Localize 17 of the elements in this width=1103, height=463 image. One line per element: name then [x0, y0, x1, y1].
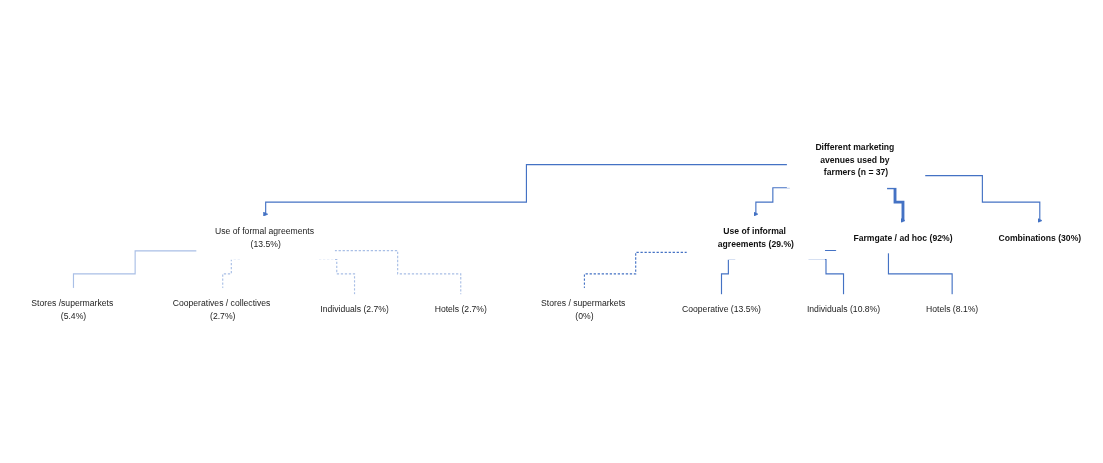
- node-text: Stores / supermarkets (0%): [541, 297, 626, 321]
- node-text: Individuals (10.8%): [806, 304, 881, 315]
- node-text: Use of formal agreements (13.5%): [214, 226, 315, 249]
- arrow: [887, 186, 906, 224]
- connector: [583, 251, 688, 289]
- node-text: Cooperatives / collectives (2.7%): [172, 297, 271, 321]
- node-text: Cooperative (13.5%): [682, 304, 761, 315]
- node-text: Different marketing avenues used by farmers (n = 37): [815, 141, 895, 178]
- node-text: Stores /supermarkets (5.4%): [31, 297, 114, 321]
- node-text: Use of informal agreements (29.%): [717, 226, 794, 249]
- connector: [72, 250, 198, 289]
- node-text: Combinations (30%): [998, 232, 1082, 243]
- node-text: Individuals (2.7%): [320, 304, 389, 315]
- arrow: [924, 175, 1043, 224]
- node-text: Hotels (2.7%): [434, 304, 487, 315]
- node-text: Hotels (8.1%): [926, 304, 979, 315]
- arrow: [263, 164, 788, 217]
